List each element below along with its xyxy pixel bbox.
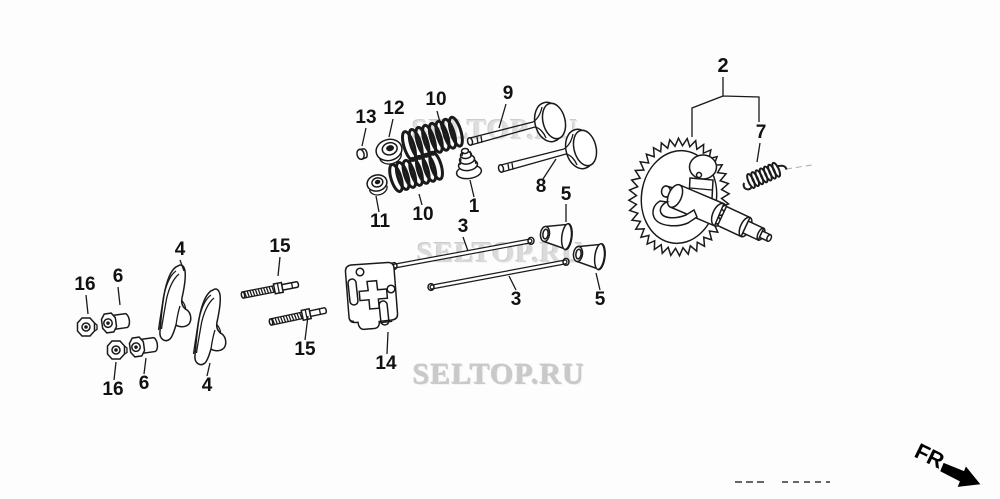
callout-6-lower: 6 <box>139 373 150 394</box>
callout-7: 7 <box>756 122 767 143</box>
callout-5-lower: 5 <box>595 289 606 310</box>
front-direction-arrow-icon <box>940 462 981 487</box>
callout-5-upper: 5 <box>561 184 572 205</box>
valve-9 <box>466 101 567 146</box>
callout-1: 1 <box>469 196 480 217</box>
front-direction-marker: FR. <box>911 438 981 487</box>
spring-retainer-12 <box>375 138 403 165</box>
decompressor-arm <box>652 200 698 227</box>
callout-12: 12 <box>383 98 404 119</box>
valve-cap-13 <box>356 148 368 161</box>
cam-shaft-journal <box>716 205 773 243</box>
callout-4-lower: 4 <box>202 375 213 396</box>
valve-spring-outer <box>401 115 464 162</box>
camshaft-assembly <box>627 136 773 258</box>
watermark: SELTOP.RU <box>413 358 586 391</box>
callout-2: 2 <box>717 55 728 77</box>
stud-lower <box>267 304 328 328</box>
push-rod-guide-plate <box>344 261 399 331</box>
callout-9: 9 <box>503 83 514 104</box>
callout-10-inner: 10 <box>412 204 433 225</box>
callout-6-upper: 6 <box>113 266 124 287</box>
callout-8: 8 <box>536 176 547 197</box>
stud-upper <box>239 278 301 301</box>
leader-lines <box>85 77 761 381</box>
callout-11: 11 <box>370 211 391 232</box>
spring-retainer-11 <box>366 174 388 196</box>
callout-15-upper: 15 <box>269 236 291 257</box>
return-spring <box>742 161 813 191</box>
decompressor-weight <box>688 154 718 180</box>
push-rod-upper <box>390 236 535 271</box>
lock-nut-upper <box>76 317 98 337</box>
lock-nut-lower <box>106 340 128 360</box>
valve-8 <box>497 128 598 173</box>
callout-16-upper: 16 <box>74 274 95 295</box>
callout-15-lower: 15 <box>294 339 316 360</box>
valve-spring-seat-upper <box>538 219 575 251</box>
callout-14: 14 <box>375 353 397 374</box>
callout-4-upper: 4 <box>175 239 186 260</box>
callout-3-lower: 3 <box>511 289 522 310</box>
callout-16-lower: 16 <box>102 379 123 400</box>
rocker-arm-upper <box>157 264 192 342</box>
pivot-nut-lower <box>127 333 160 359</box>
push-rod-lower <box>427 257 570 292</box>
callout-13: 13 <box>355 107 376 128</box>
callout-10-outer: 10 <box>425 89 446 110</box>
valve-spring-inner <box>388 150 444 193</box>
callouts: 13 12 10 9 2 7 8 5 1 11 10 3 15 4 16 6 3… <box>74 55 766 400</box>
pivot-nut-upper <box>99 309 132 335</box>
rocker-arm-lower <box>192 288 227 366</box>
valve-stem-seal-1 <box>455 147 483 180</box>
valve-spring-seat-lower <box>571 239 608 271</box>
callout-3-upper: 3 <box>458 216 469 237</box>
